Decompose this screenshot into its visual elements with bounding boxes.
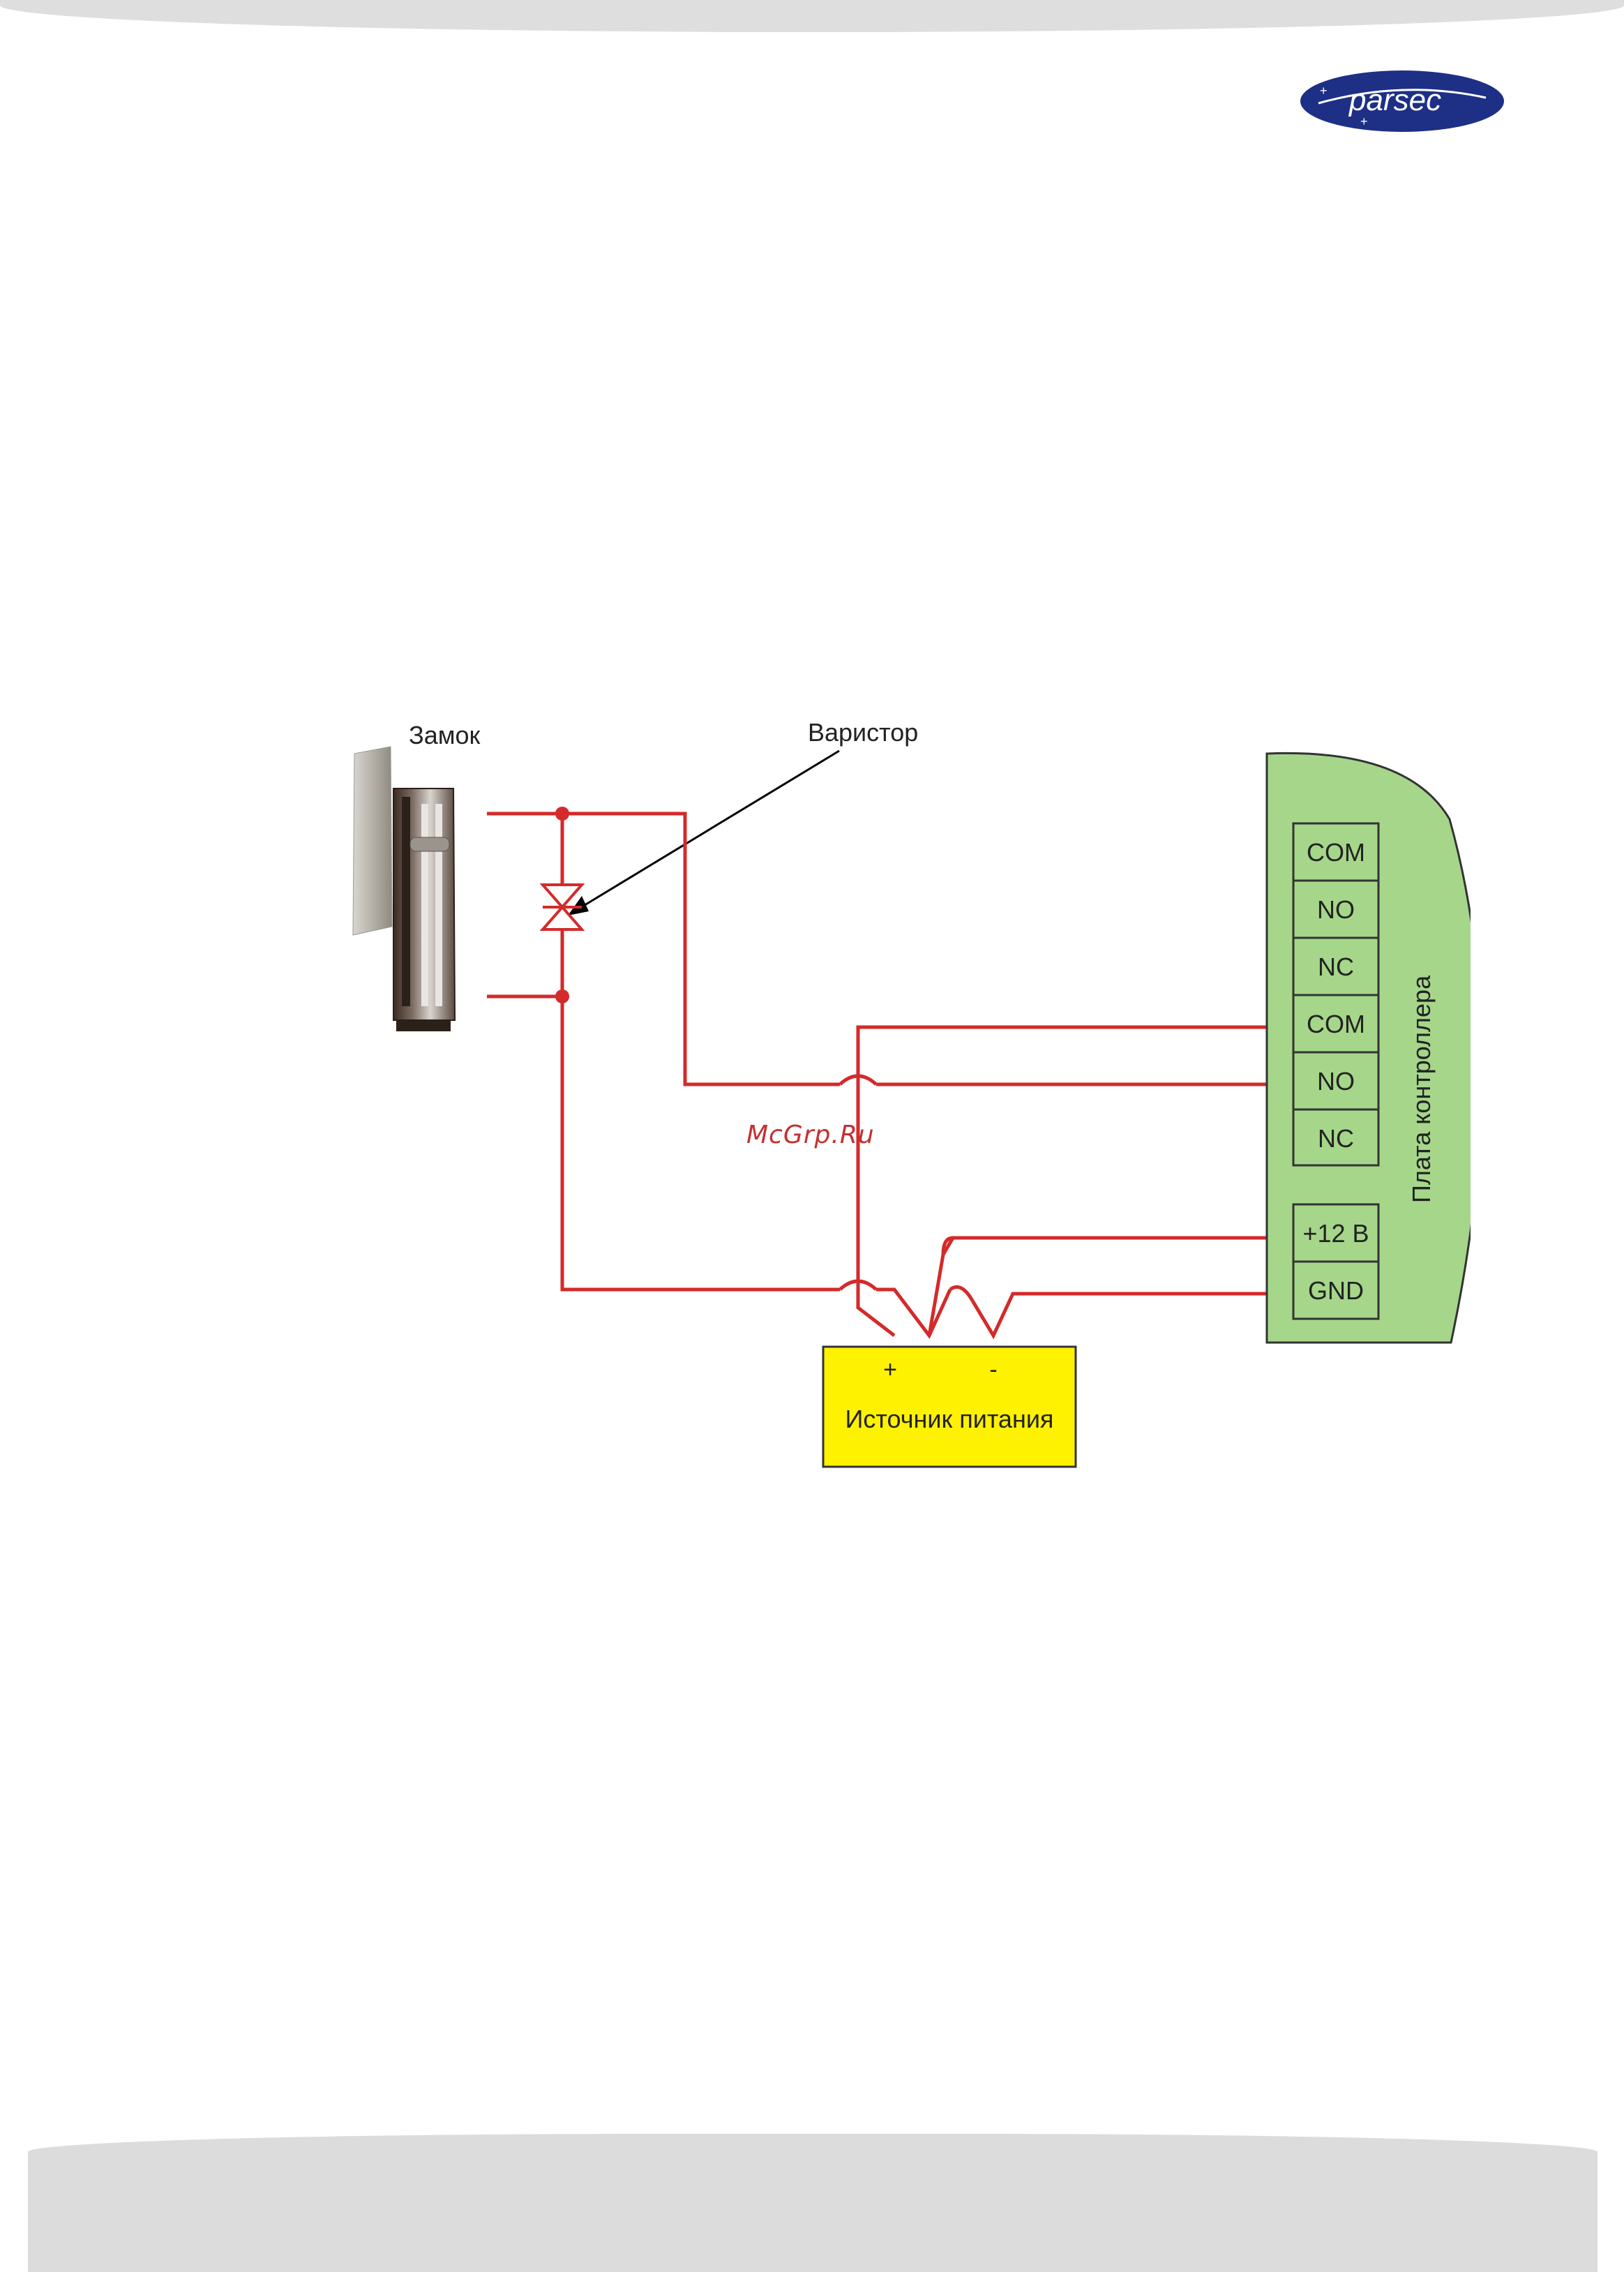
wire-12v [943, 1238, 1302, 1255]
wiring-diagram: Замок Варистор [292, 687, 1471, 1510]
varistor-symbol [543, 885, 582, 929]
junction-dot [555, 807, 569, 821]
psu-plus-label: + [883, 1357, 897, 1383]
controller-label: Плата контроллера [1407, 975, 1436, 1203]
terminal-com-1: COM [1307, 838, 1365, 867]
junction-dot [555, 989, 569, 1003]
terminal-nc-1: NC [1318, 952, 1354, 981]
power-supply: + - Источник питания [823, 1347, 1076, 1467]
wire-lock-to-no [487, 814, 840, 1084]
terminal-12v: +12 В [1302, 1219, 1369, 1248]
psu-minus-label: - [989, 1357, 997, 1383]
terminal-com-2: COM [1307, 1010, 1365, 1038]
wire-gnd-hop [950, 1287, 972, 1301]
terminal-no-2: NO [1317, 1067, 1355, 1096]
lock-label: Замок [409, 721, 481, 749]
psu-label: Источник питания [845, 1405, 1054, 1433]
watermark: McGrp.Ru [746, 1121, 875, 1149]
wire-gnd [972, 1294, 1302, 1336]
varistor-arrow [579, 751, 839, 909]
terminal-no-1: NO [1317, 895, 1355, 924]
magnetic-lock-image [353, 747, 455, 1031]
controller-board: Плата контроллера COM NO NC COM NO NC +1… [1267, 753, 1471, 1343]
page-bottom-band [28, 2134, 1597, 2272]
logo-text: parsec [1348, 83, 1441, 117]
parsec-logo: parsec + + [1298, 67, 1507, 135]
terminal-gnd: GND [1308, 1276, 1364, 1305]
svg-text:+: + [1360, 114, 1368, 128]
terminal-nc-2: NC [1318, 1124, 1354, 1153]
wiring-diagram-svg: Замок Варистор [292, 687, 1471, 1510]
varistor-label: Варистор [808, 718, 918, 747]
page-top-band [0, 0, 1624, 32]
wires [487, 814, 1302, 1336]
wire-com [858, 1027, 1302, 1336]
svg-text:+: + [1320, 84, 1328, 98]
